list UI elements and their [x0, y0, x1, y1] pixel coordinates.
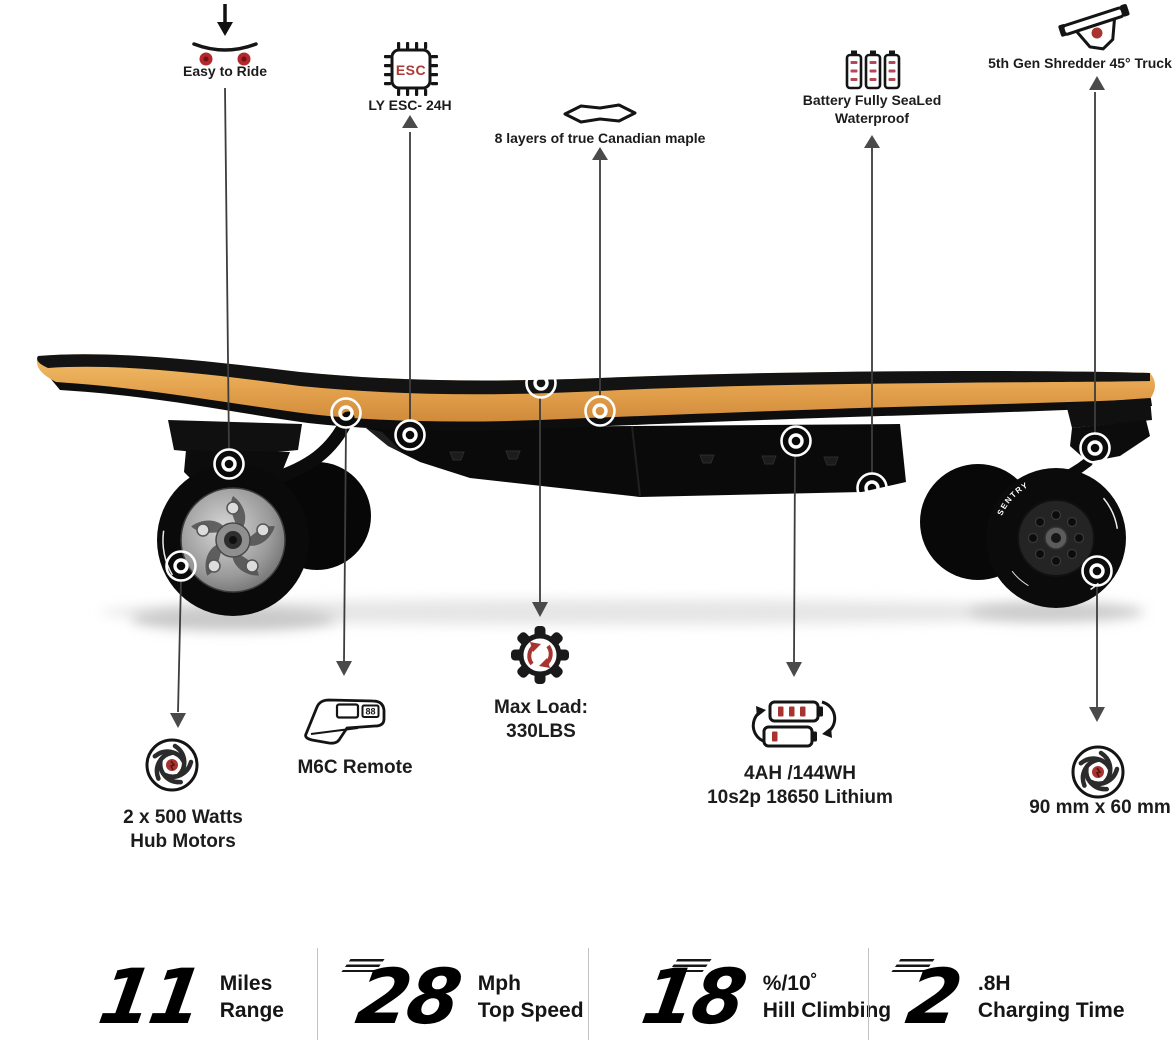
arrow-down-battery-spec [786, 662, 802, 677]
remote-icon: 88 [304, 698, 386, 745]
easy-to-ride-label: Easy to Ride [182, 63, 268, 79]
stat-top-speed-value: 28 [351, 952, 465, 1041]
esc-chip-label: ESC [396, 62, 426, 78]
arrow-up-battery-sealed [864, 135, 880, 148]
esc-label: LY ESC- 24H [368, 97, 452, 113]
arrow-down-wheel-size [1089, 707, 1105, 722]
arrow-down-remote [336, 661, 352, 676]
stat-range-caption: Range [219, 999, 284, 1022]
max-load-label: Max Load: 330LBS [494, 697, 588, 742]
stat-top-speed-unit: Mph [477, 972, 521, 995]
remote-label: M6C Remote [297, 757, 413, 778]
stats-divider [588, 948, 589, 1040]
stat-hill-climbing-value: 18 [636, 952, 750, 1041]
deck [36, 354, 1155, 431]
stat-charging-time-unit: .8H [977, 972, 1011, 995]
wheel-size-icon [1073, 747, 1123, 797]
stats-divider [317, 948, 318, 1040]
stat-charging-time-caption: Charging Time [977, 999, 1125, 1022]
stat-hill-climbing-caption: Hill Climbing [762, 999, 892, 1022]
maple-deck-icon [563, 103, 637, 124]
stat-hill-climbing-unit: %/10˚ [762, 972, 818, 995]
hub-motor-icon [147, 740, 197, 790]
callout-arrows [170, 76, 1105, 728]
callout-lines [177, 87, 1098, 713]
esc-chip-icon: ESC [384, 42, 438, 96]
arrow-up-truck [1089, 76, 1105, 90]
truck-label: 5th Gen Shredder 45° Truck [988, 55, 1172, 71]
ground-shadow [100, 599, 1144, 631]
arrow-up-esc [402, 115, 418, 128]
arrow-up-maple [592, 147, 608, 160]
stat-top-speed-caption: Top Speed [477, 999, 584, 1022]
remote-display: 88 [365, 707, 375, 717]
battery-swap-icon [751, 700, 837, 748]
stat-range-unit: Miles [219, 972, 273, 995]
stats-divider [868, 948, 869, 1040]
arrow-down-hub-motors [170, 713, 186, 728]
rear-truck [1051, 398, 1152, 485]
easy-to-ride-icon [192, 4, 258, 66]
shredder-truck-icon [1058, 4, 1130, 51]
stat-hill-climbing: 18 %/10˚ Hill Climbing [636, 952, 892, 1042]
arrow-down-max-load [532, 602, 548, 617]
battery-enclosure [366, 424, 906, 497]
front-wheel [157, 464, 309, 616]
max-load-gear-icon [511, 626, 569, 684]
battery-trio-icon [845, 50, 901, 90]
maple-label: 8 layers of true Canadian maple [494, 130, 706, 146]
stat-range: 11 Miles Range [93, 952, 284, 1042]
hub-motors-label: 2 x 500 Watts Hub Motors [123, 807, 243, 852]
battery-spec-label: 4AH /144WH 10s2p 18650 Lithium [707, 763, 893, 808]
stat-range-value: 11 [93, 952, 207, 1041]
stat-top-speed: 28 Mph Top Speed [341, 952, 584, 1042]
stat-charging-time: 2 .8H Charging Time [891, 952, 1125, 1042]
wheel-size-label: 90 mm x 60 mm [1029, 797, 1171, 818]
battery-sealed-label: Battery Fully SeaLed Waterproof [802, 92, 942, 126]
callout-markers [165, 367, 1113, 587]
